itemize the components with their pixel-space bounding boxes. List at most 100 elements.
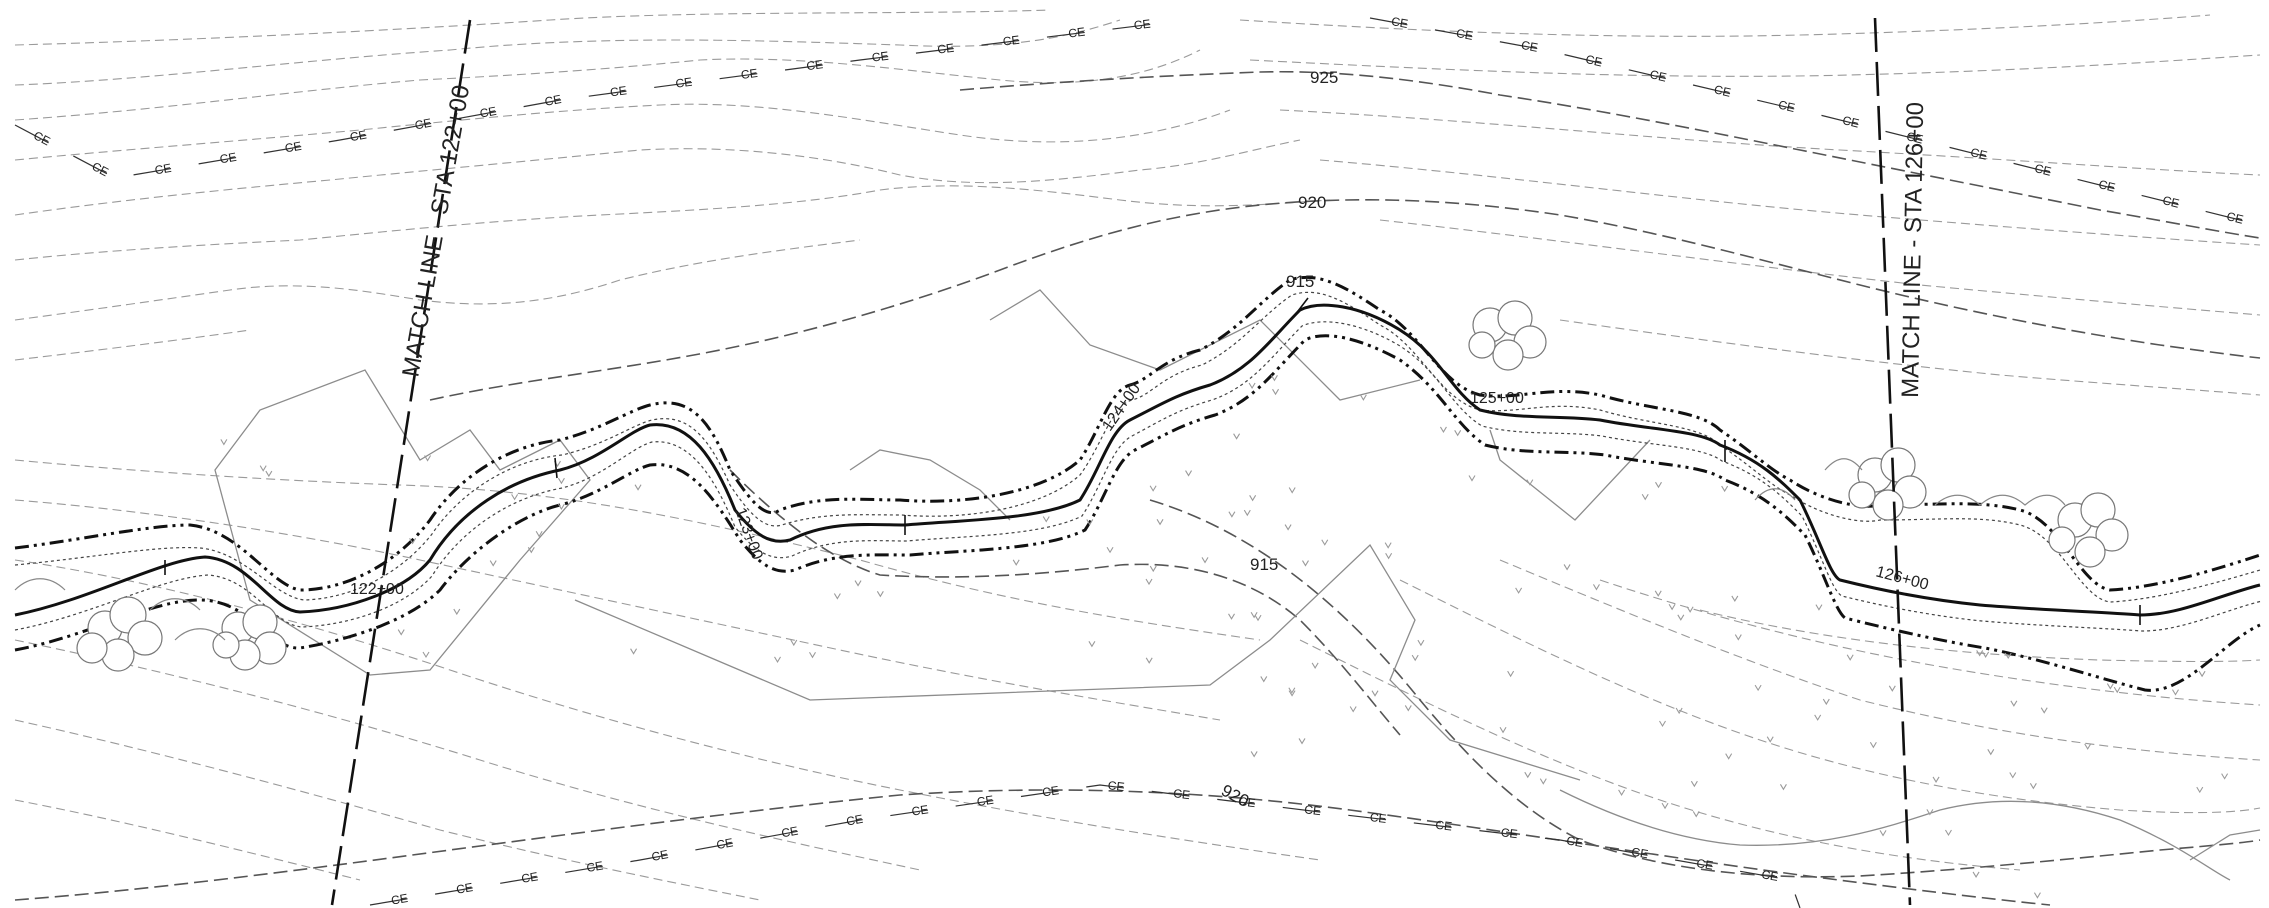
grass-hatch-icon xyxy=(1249,495,1257,502)
grass-hatch-icon xyxy=(1321,539,1329,546)
grass-hatch-icon xyxy=(1185,470,1193,477)
grass-hatch-icon xyxy=(809,651,816,659)
map-labels: MATCH LINE - STA 122+00 MATCH LINE - STA… xyxy=(350,68,1930,811)
tree-cluster-icon xyxy=(76,596,163,672)
grass-hatch-icon xyxy=(1879,830,1887,837)
grass-hatch-icon xyxy=(634,484,642,491)
conservation-easements xyxy=(14,17,2261,908)
grass-hatch-icon xyxy=(1288,690,1296,697)
contour-line xyxy=(14,459,1261,641)
grass-hatch-icon xyxy=(220,439,228,446)
grass-hatch-icon xyxy=(1250,751,1258,758)
contour-line xyxy=(14,103,1231,161)
grass-hatch-icon xyxy=(1972,871,1980,878)
grass-hatch-icon xyxy=(453,608,461,616)
easement-label: CE xyxy=(1969,145,1989,163)
station-tick xyxy=(1294,297,1309,316)
grass-hatch-icon xyxy=(1641,493,1649,501)
grass-hatch-icon xyxy=(1686,606,1694,613)
easement-label: CE xyxy=(219,150,238,167)
grass-hatch-icon xyxy=(1731,595,1739,602)
match-line-label-right: MATCH LINE - STA 126+00 xyxy=(1897,102,1929,398)
grass-hatch-icon xyxy=(1260,676,1268,683)
grass-hatch-icon xyxy=(1454,430,1462,437)
grass-hatch-icon xyxy=(1384,542,1392,549)
easement-label: CE xyxy=(609,83,627,99)
grass-hatch-icon xyxy=(1926,809,1934,816)
grass-hatch-icon xyxy=(1149,485,1157,492)
grass-hatch-icon xyxy=(2004,652,2012,660)
easement-label: CE xyxy=(1695,856,1714,873)
grass-hatch-icon xyxy=(1468,475,1476,482)
grass-hatch-icon xyxy=(2196,786,2204,794)
major-contours xyxy=(14,70,2261,906)
grass-hatch-icon xyxy=(511,494,519,501)
easement-label: CE xyxy=(1500,825,1518,841)
grass-hatch-icon xyxy=(1822,698,1830,706)
easement-label: CE xyxy=(284,139,303,156)
grass-hatch-icon xyxy=(1515,587,1523,594)
grass-hatch-icon xyxy=(1288,687,1296,694)
grass-hatch-icon xyxy=(1932,776,1940,783)
easement-label: CE xyxy=(90,159,111,179)
contour-line xyxy=(1699,609,2261,663)
grass-hatch-icon xyxy=(630,648,638,655)
tree-cluster-icon xyxy=(1848,447,1927,521)
grass-hatch-icon xyxy=(1814,714,1822,721)
easement-label: CE xyxy=(544,92,563,109)
grass-hatch-pattern xyxy=(220,375,2229,899)
contour-line xyxy=(14,329,251,361)
grass-hatch-icon xyxy=(1233,433,1241,440)
contour-925 xyxy=(959,70,2261,239)
grass-hatch-icon xyxy=(2009,772,2017,779)
easement-label: CE xyxy=(1041,783,1060,799)
grass-hatch-icon xyxy=(1439,426,1447,433)
easement-label: CE xyxy=(1133,17,1151,33)
grass-hatch-icon xyxy=(1248,382,1256,390)
contour-line xyxy=(1499,559,2261,761)
grass-hatch-icon xyxy=(2172,689,2179,696)
grass-hatch-icon xyxy=(397,629,405,636)
grass-hatch-icon xyxy=(265,470,273,478)
easement-label: CE xyxy=(479,104,498,121)
contour-line xyxy=(1299,639,2021,871)
grass-hatch-icon xyxy=(1507,670,1515,678)
easement-label: CE xyxy=(31,128,52,148)
contour-line xyxy=(14,799,361,881)
contour-line xyxy=(1379,219,2261,316)
easement-label: CE xyxy=(1068,25,1086,41)
easement-label: CE xyxy=(805,57,823,73)
grass-hatch-icon xyxy=(1302,560,1309,567)
grass-hatch-icon xyxy=(2198,670,2206,678)
grass-hatch-icon xyxy=(2084,743,2092,750)
grass-hatch-icon xyxy=(1243,509,1251,517)
grass-hatch-icon xyxy=(2010,700,2018,707)
grass-hatch-icon xyxy=(1675,707,1683,715)
grass-hatch-icon xyxy=(1668,603,1676,611)
grass-hatch-icon xyxy=(1012,559,1020,566)
grass-hatch-icon xyxy=(1411,654,1419,662)
grass-hatch-icon xyxy=(1754,684,1762,692)
grass-hatch-icon xyxy=(1311,662,1319,669)
grass-hatch-icon xyxy=(1272,388,1280,396)
grass-hatch-icon xyxy=(1359,394,1367,401)
grass-hatch-icon xyxy=(1944,829,1952,837)
contour-line xyxy=(1319,159,2261,246)
contour-label-920-top: 920 xyxy=(1298,193,1326,212)
grass-hatch-icon xyxy=(1228,613,1235,620)
grass-hatch-icon xyxy=(1815,604,1823,611)
contour-line xyxy=(1399,579,2261,814)
easement-top-right xyxy=(1369,17,2261,226)
contour-line xyxy=(14,9,1051,46)
easement-label: CE xyxy=(740,66,758,82)
grass-hatch-icon xyxy=(1042,516,1050,523)
grass-hatch-icon xyxy=(1298,738,1306,745)
grass-hatch-icon xyxy=(1846,654,1854,661)
offset-line-top xyxy=(14,291,2261,603)
contour-line xyxy=(14,559,1321,861)
match-line-right xyxy=(1873,17,1912,906)
easement-label: CE xyxy=(1648,67,1667,84)
grass-hatch-icon xyxy=(1690,780,1698,788)
stream-alignment xyxy=(14,275,2263,692)
